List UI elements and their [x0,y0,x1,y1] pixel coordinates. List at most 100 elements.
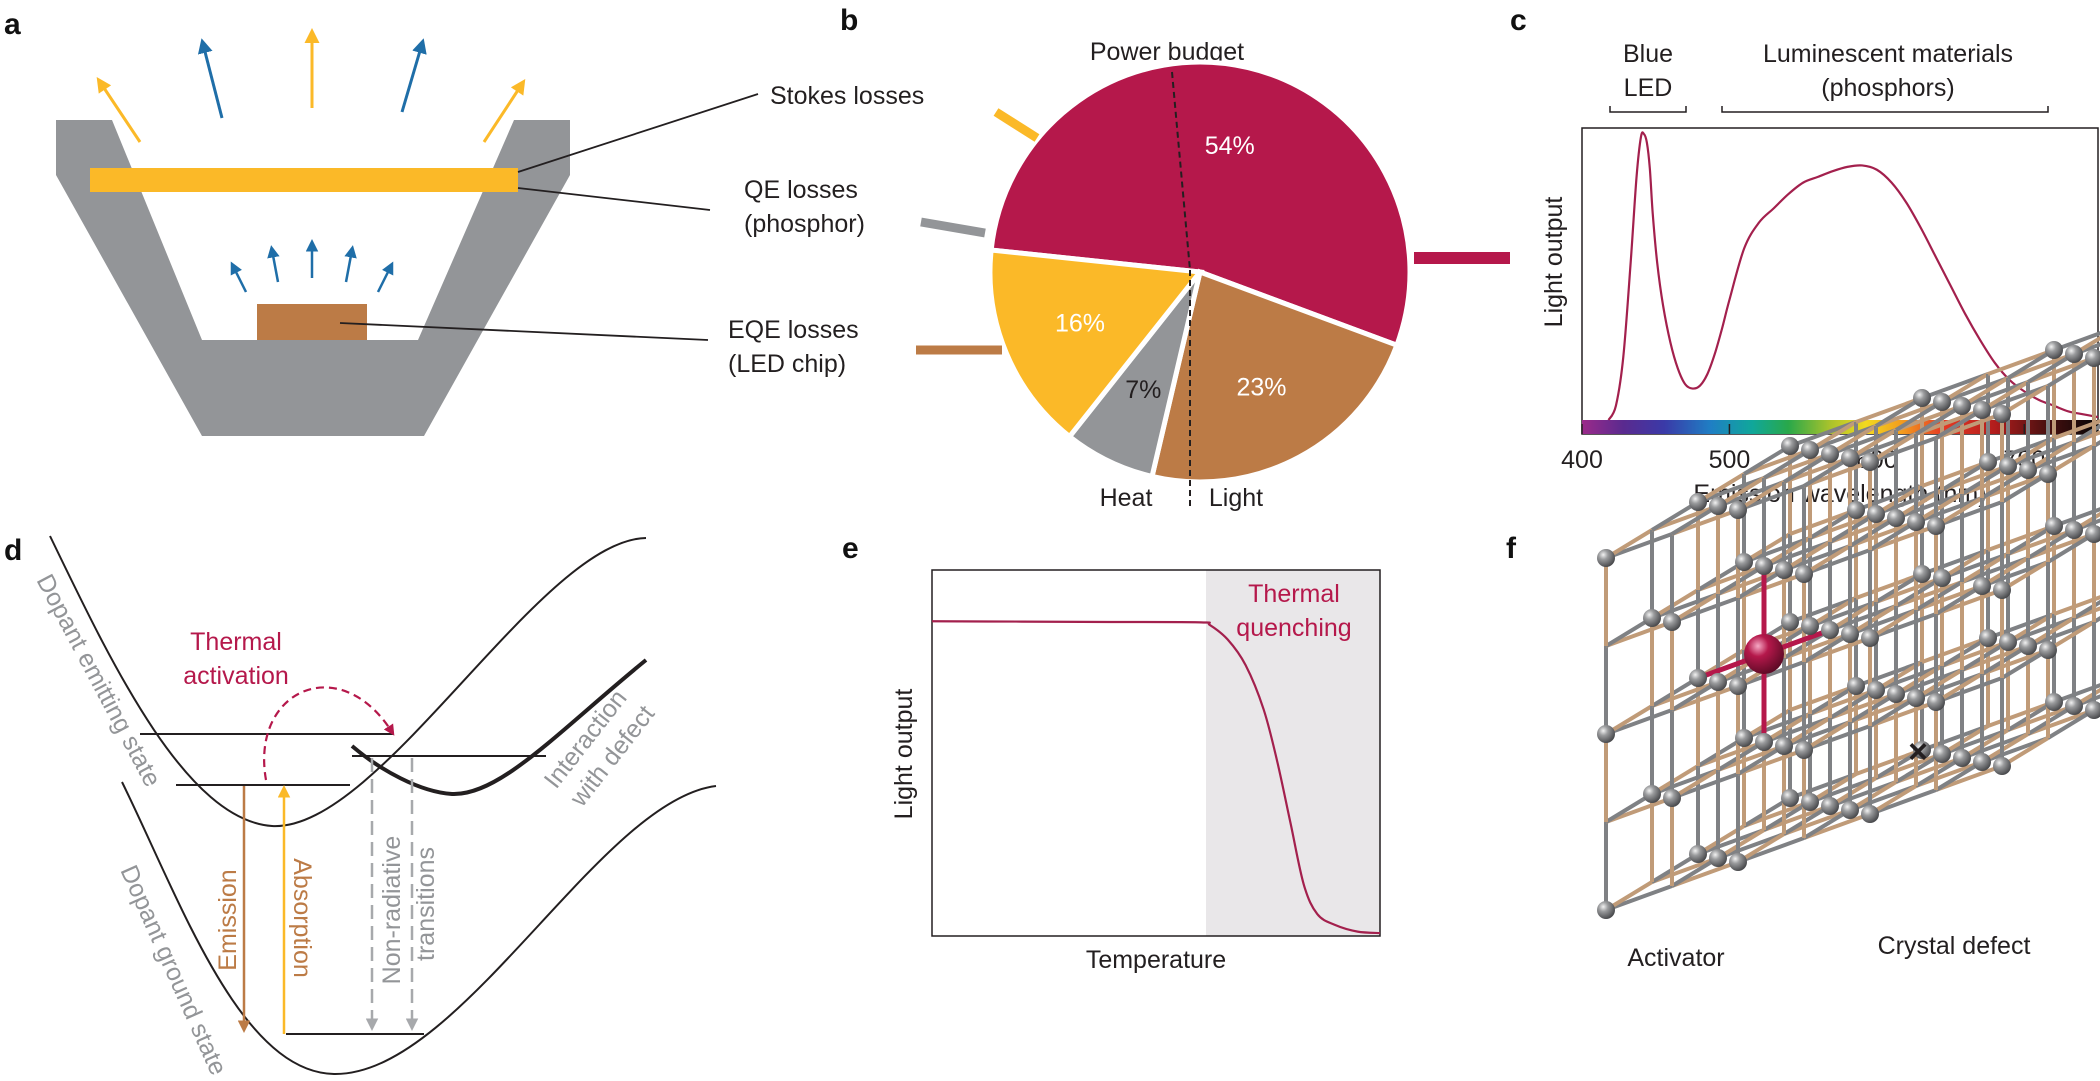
lattice-atom [2019,461,2037,479]
lattice-atom [2065,521,2083,539]
lattice-bond [1869,612,1937,640]
leader-eqe [339,322,709,341]
lattice-atom [1887,685,1905,703]
lattice-bond [2072,599,2100,620]
lattice-atom [1927,693,1945,711]
lattice-atom [1729,853,1747,871]
lattice-bond [1829,692,1897,720]
panel-letter-e: e [842,532,859,565]
lattice-atom [1821,621,1839,639]
lattice-atom [1821,797,1839,815]
lattice-bond [1783,720,1851,748]
lattice-atom [1867,505,1885,523]
quench-plot-frame [931,569,1381,937]
label-emitting-state: Dopant emitting state [31,570,167,792]
quenching-curve [931,620,1381,935]
lattice-atom [1847,501,1865,519]
led-reflector-cup [56,120,570,436]
arrow-icon [230,261,248,293]
lattice-bond [1763,716,1831,744]
lattice-bond [1961,732,2029,760]
lattice-bond [1783,632,1851,660]
lattice-atom [1689,669,1707,687]
lattice-atom [2045,341,2063,359]
legend-tick-stokes [993,108,1040,142]
lattice-bond [1783,544,1851,572]
label-phosphors-2: (phosphors) [1821,74,1954,102]
lattice-bond [1803,812,1871,840]
panel-letter-b: b [840,4,858,37]
lattice-bond [1717,480,1785,508]
lattice-bond [1803,460,1871,488]
lattice-bond [1855,484,1923,512]
lattice-atom [1663,613,1681,631]
label-blue-led-2: LED [1624,74,1673,102]
pie-slice-label: 16% [1055,309,1105,337]
lattice-atom [1847,677,1865,695]
lattice-bond [1717,744,1785,772]
label-thermal-quenching-2: quenching [1236,614,1351,642]
lattice-atom [1933,393,1951,411]
lattice-bond [1651,856,1719,884]
lattice-atom [1973,401,1991,419]
lattice-bond [1961,556,2029,584]
lattice-bond [1849,696,1917,724]
panel-letter-d: d [4,534,22,567]
label-thermal-quenching-1: Thermal [1248,580,1340,608]
lattice-atom [1709,497,1727,515]
lattice-bond [1941,728,2009,756]
lattice-bond [1651,504,1719,532]
leader-stokes [517,93,759,173]
lattice-bond [1671,684,1739,712]
lattice-bond [1803,548,1871,576]
panel-e: e Thermal quenching Temperature Light ou… [842,532,1381,974]
label-transitions: transitions [412,847,440,961]
lattice-atom [2045,517,2063,535]
lattice-bond [1875,400,1943,428]
label-light: Light [1209,484,1263,512]
lattice-bond [2027,708,2095,736]
x-tick-label: 500 [1709,446,1751,474]
pie-slice-label: 7% [1125,376,1161,404]
lattice-bond [1855,396,1923,424]
panel-letter-c: c [1510,4,1527,37]
lattice-bond [2007,528,2075,556]
lattice-bond [1875,576,1943,604]
lattice-bond [1915,408,1983,436]
lattice-bond [1935,764,2003,792]
phosphor-bracket [1721,106,2049,113]
emitted-light-arrows [96,28,526,143]
lattice-bond [2053,331,2100,352]
lattice-bond [2073,518,2100,532]
lattice-bond [1895,492,1963,520]
lattice-atom [1861,453,1879,471]
lattice-atom [1755,557,1773,575]
lattice-atom [1841,625,1859,643]
lattice-atom [1861,629,1879,647]
x-tick-label: 400 [1561,446,1603,474]
lattice-atom [1709,673,1727,691]
lattice-bond [1981,648,2049,676]
panel-a: a Stokes losses QE losses (phosphor) EQE… [4,8,924,436]
label-stokes-losses: Stokes losses [770,82,924,110]
legend-tick-qe [920,217,986,238]
lattice-atom [2065,345,2083,363]
lattice-bond [1671,772,1739,800]
lattice-atom [2039,465,2057,483]
arrow-icon [344,245,357,283]
lattice-bond [1783,456,1851,484]
lattice-bond [1671,860,1739,888]
label-activator: Activator [1627,944,1724,972]
lattice-atom [2065,697,2083,715]
lattice-atom [1735,729,1753,747]
lattice-atom [2045,693,2063,711]
lattice-atom [1801,617,1819,635]
lattice-bond [2027,356,2095,384]
arrow-icon [267,245,280,283]
lattice-bond [2073,430,2100,444]
lattice-bond [1783,808,1851,836]
lattice-bond [1803,636,1871,664]
lattice-atom [1689,845,1707,863]
lattice-bond [1875,752,1943,780]
arrow-icon [376,261,394,293]
